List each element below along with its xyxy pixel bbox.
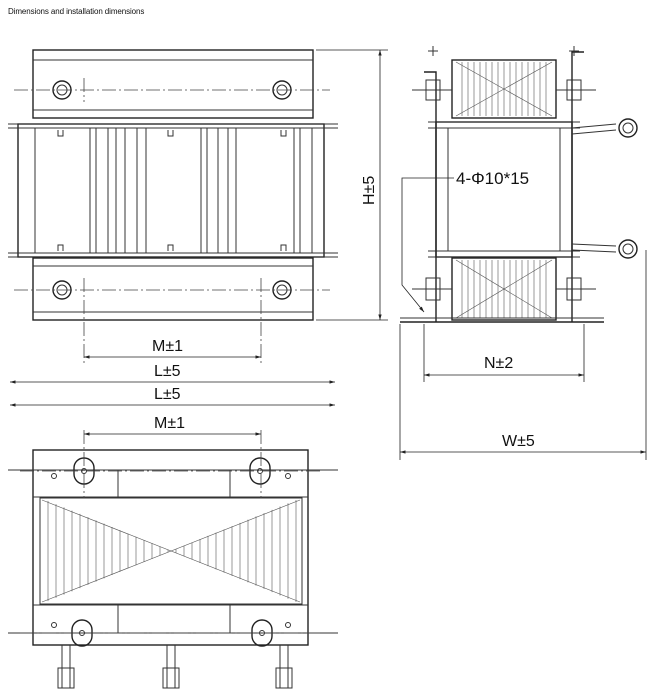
dim-label-m-top: M±1: [154, 415, 185, 432]
top-view-hatch-lines: [47, 500, 297, 602]
terminal-tabs: [57, 130, 287, 251]
terminal-lead-right: [275, 645, 293, 689]
coil-column-left: [34, 127, 117, 254]
top-dimensions: L±5 M±1: [10, 386, 335, 436]
front-dimensions: M±1 L±5 H±5: [10, 49, 388, 384]
top-coil-hatch: [455, 61, 553, 117]
top-view: [8, 430, 338, 689]
side-bolt-bl: [412, 277, 452, 301]
coil-column-middle: [124, 127, 229, 254]
front-view: [8, 49, 338, 365]
page-title: Dimensions and installation dimensions: [8, 7, 145, 16]
side-bolt-tl: [412, 46, 452, 101]
dim-label-h: H±5: [361, 176, 378, 205]
side-view: [400, 46, 638, 323]
terminal-lead-middle: [162, 645, 180, 689]
top-view-hatch: [41, 499, 301, 603]
dim-label-m-front: M±1: [152, 338, 183, 355]
coil-column-right: [235, 127, 313, 254]
side-bolt-br: [556, 277, 596, 301]
side-bolt-tr: [556, 46, 596, 101]
dim-label-l-top: L±5: [154, 386, 181, 403]
dim-label-w: W±5: [502, 433, 535, 450]
terminal-lead-left: [57, 645, 75, 689]
holes-label: 4-Φ10*15: [456, 169, 529, 188]
side-dimensions: N±2 W±5: [399, 250, 647, 460]
dim-label-n: N±2: [484, 355, 513, 372]
cable-lug-top: [571, 118, 638, 138]
dim-label-l-front: L±5: [154, 363, 181, 380]
bottom-coil-hatch: [455, 259, 553, 319]
cable-lug-bottom: [571, 239, 638, 259]
